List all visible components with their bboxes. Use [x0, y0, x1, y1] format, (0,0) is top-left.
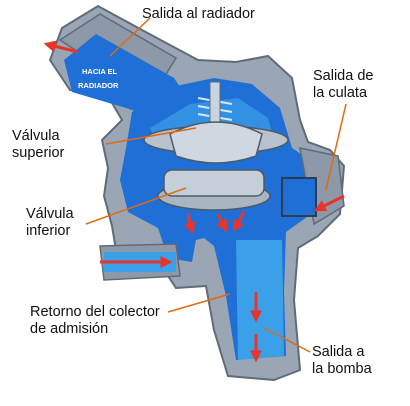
label-retorno-colector-line1: Retorno del colector	[30, 304, 160, 320]
label-salida-bomba: Salida a la bomba	[312, 344, 372, 378]
leader-radiator	[109, 17, 151, 57]
label-salida-radiador: Salida al radiador	[142, 6, 255, 23]
cylinder-head-port	[281, 177, 317, 217]
label-salida-culata-line2: la culata	[313, 85, 368, 101]
label-valvula-superior-line2: superior	[12, 145, 65, 161]
stamp-line-2: RADIADOR	[78, 81, 119, 90]
leader-culata	[325, 103, 347, 191]
label-valvula-superior-line1: Válvula	[12, 128, 60, 144]
leader-lower-valve	[85, 187, 187, 225]
leader-retorno	[167, 293, 231, 313]
flow-arrow-head	[313, 194, 345, 212]
label-retorno-colector-line2: de admisión	[30, 321, 109, 337]
label-valvula-superior: Válvula superior	[12, 128, 64, 162]
flow-arrow-chamber-1	[216, 213, 228, 233]
label-salida-bomba-line1: Salida a	[312, 344, 365, 360]
label-valvula-inferior: Válvula inferior	[26, 206, 74, 240]
label-retorno-colector: Retorno del colector de admisión	[30, 304, 160, 338]
lower-valve-body	[163, 169, 265, 197]
label-salida-culata: Salida de la culata	[313, 68, 373, 102]
flow-arrow-radiator	[43, 40, 79, 54]
label-valvula-inferior-line2: inferior	[26, 223, 71, 239]
label-valvula-inferior-line1: Válvula	[26, 206, 74, 222]
flow-arrow-chamber-3	[184, 213, 196, 235]
flow-arrow-chamber-2	[232, 211, 246, 233]
stamp-line-1: HACIA EL	[82, 67, 118, 76]
flow-arrows	[43, 40, 345, 363]
upper-valve-body	[169, 121, 263, 164]
label-salida-bomba-line2: la bomba	[312, 361, 372, 377]
leader-bomba	[263, 327, 311, 353]
leader-upper-valve	[105, 127, 197, 145]
leader-lines	[85, 17, 347, 353]
label-salida-culata-line1: Salida de	[313, 68, 374, 84]
label-salida-radiador-text: Salida al radiador	[142, 6, 255, 22]
pump-outlet-channel	[236, 240, 284, 360]
